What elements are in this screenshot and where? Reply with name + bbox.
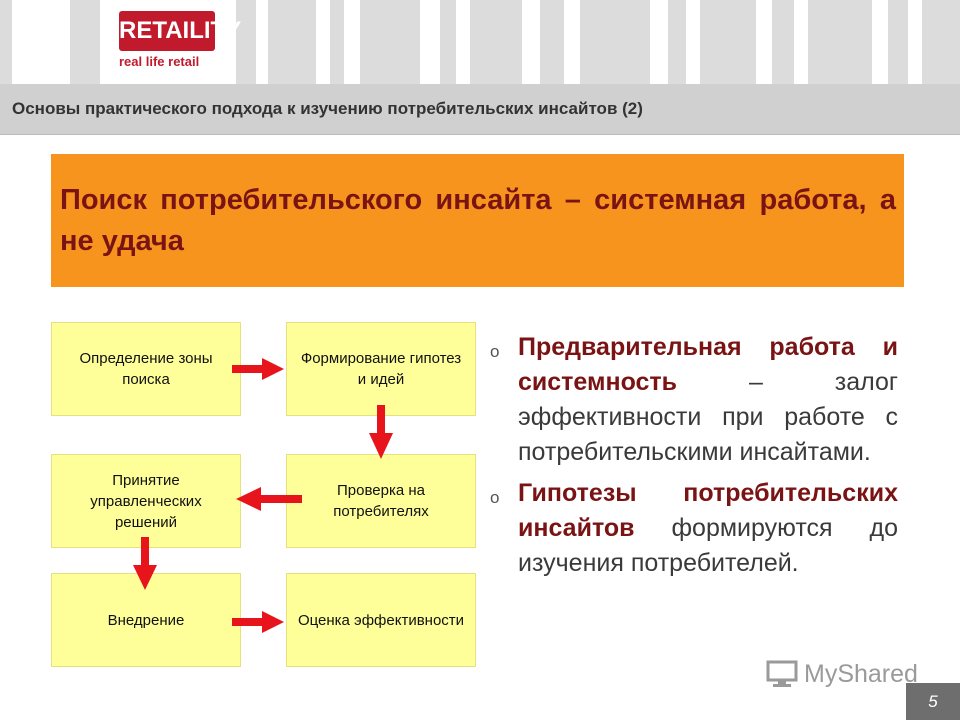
arrow-left-icon xyxy=(236,487,302,511)
decor-stripe xyxy=(268,0,316,84)
arrow-down-icon xyxy=(133,537,157,590)
arrow-right-icon xyxy=(232,611,284,633)
logo-tagline: real life retail xyxy=(119,54,200,69)
bullet-emphasis: Гипотезы потребительских инсайтов xyxy=(518,479,898,542)
decor-stripe xyxy=(360,0,420,84)
decor-stripe xyxy=(580,0,650,84)
bullet-emphasis: Предварительная работа и системность xyxy=(518,333,898,396)
decor-stripe xyxy=(772,0,794,84)
headline-banner: Поиск потребительского инсайта – системн… xyxy=(51,154,904,287)
decor-stripe xyxy=(236,0,256,84)
top-band: RETAILITY real life retail xyxy=(0,0,960,84)
arrow-down-icon xyxy=(369,405,393,459)
flow-box-consumer-test: Проверка на потребителях xyxy=(286,454,476,548)
flow-box-search-zone: Определение зоны поиска xyxy=(51,322,241,416)
header-bar: Основы практического подхода к изучению … xyxy=(0,84,960,135)
decor-stripe xyxy=(808,0,872,84)
decor-stripe xyxy=(668,0,686,84)
headline-text: Поиск потребительского инсайта – системн… xyxy=(60,184,896,257)
bullet-item: o Гипотезы потребительских инсайтов форм… xyxy=(490,476,898,581)
watermark: MyShared xyxy=(766,657,918,691)
decor-stripe xyxy=(888,0,908,84)
arrow-right-icon xyxy=(232,358,284,380)
bullet-list: o Предварительная работа и системность –… xyxy=(490,330,898,587)
page-number: 5 xyxy=(906,683,960,720)
decor-stripe xyxy=(470,0,522,84)
flow-box-hypotheses: Формирование гипотез и идей xyxy=(286,322,476,416)
bullet-marker: o xyxy=(490,342,500,361)
watermark-text: MyShared xyxy=(804,659,918,688)
bullet-text: – залог эффективности при работе с потре… xyxy=(518,368,898,466)
decor-stripe xyxy=(700,0,756,84)
flow-box-evaluation: Оценка эффективности xyxy=(286,573,476,667)
flow-box-implementation: Внедрение xyxy=(51,573,241,667)
decor-stripe xyxy=(70,0,100,84)
flow-box-decisions: Принятие управленческих решений xyxy=(51,454,241,548)
bullet-text: формируются до изучения потребителей. xyxy=(518,514,898,577)
decor-stripe xyxy=(330,0,344,84)
monitor-icon xyxy=(766,660,798,687)
decor-stripe xyxy=(540,0,564,84)
bullet-item: o Предварительная работа и системность –… xyxy=(490,330,898,470)
bullet-marker: o xyxy=(490,488,500,507)
slide-title: Основы практического подхода к изучению … xyxy=(12,99,643,118)
decor-stripe xyxy=(440,0,456,84)
decor-stripe xyxy=(0,0,12,84)
decor-stripe xyxy=(922,0,960,84)
company-logo: RETAILITY real life retail xyxy=(111,6,241,78)
